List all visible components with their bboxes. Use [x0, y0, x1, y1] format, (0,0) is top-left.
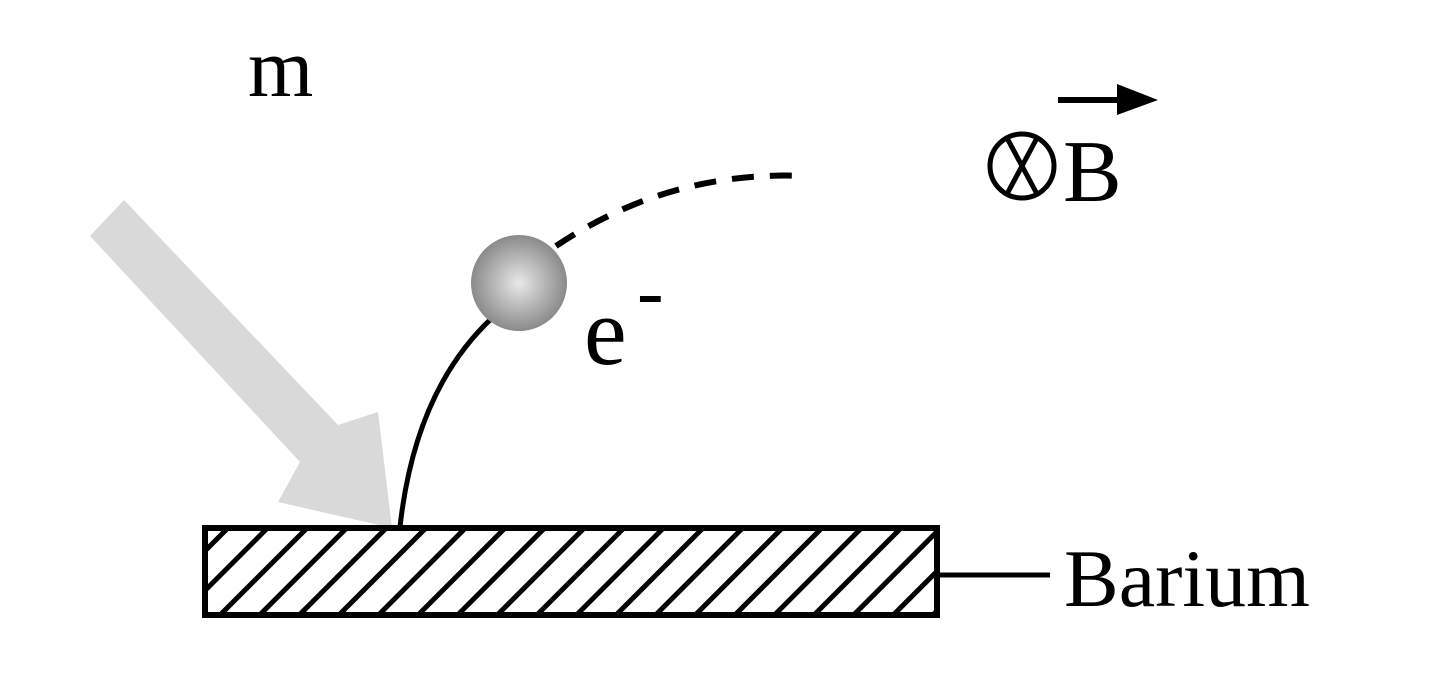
incident-light-arrow	[90, 200, 392, 528]
label-field-b: B	[1063, 124, 1122, 221]
into-page-cross-circle-icon	[987, 131, 1057, 201]
electron-trajectory-dashed	[554, 172, 806, 249]
electron-ball	[471, 235, 567, 331]
vector-arrow-icon	[1058, 84, 1158, 115]
label-m: m	[248, 22, 313, 115]
label-electron: e	[584, 278, 627, 385]
electron-trajectory-solid	[397, 316, 494, 528]
barium-plate	[202, 525, 940, 618]
label-electron-charge: -	[637, 248, 664, 336]
label-barium: Barium	[1064, 533, 1310, 624]
